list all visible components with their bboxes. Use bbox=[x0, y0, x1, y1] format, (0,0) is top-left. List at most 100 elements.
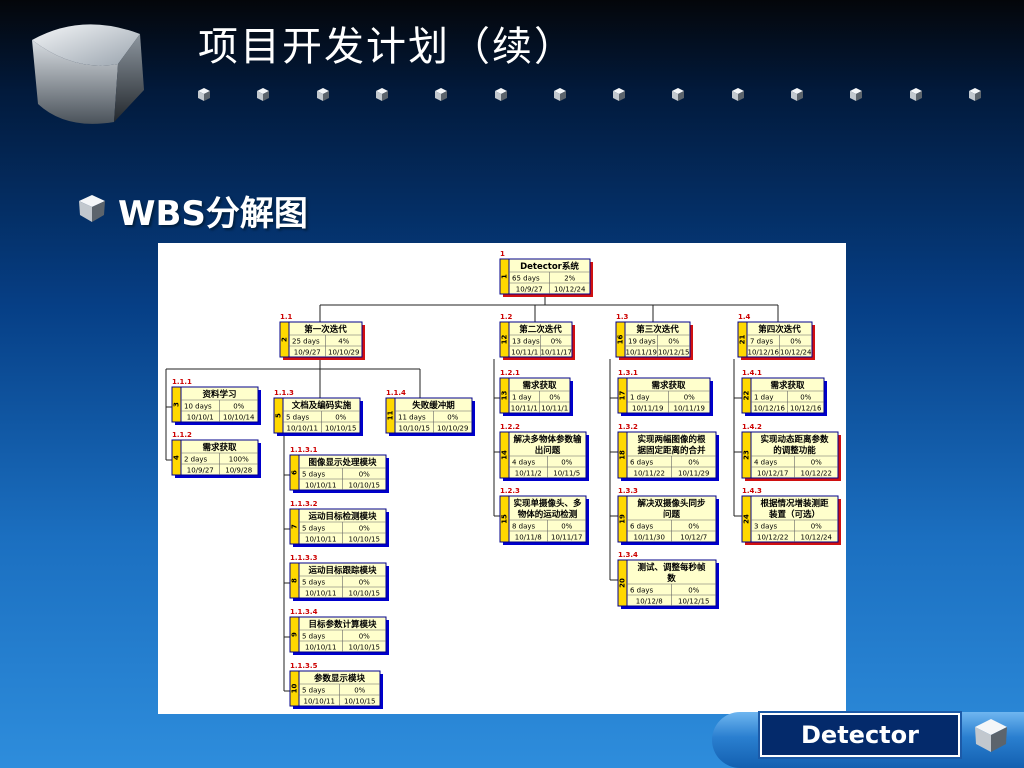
node-end-date: 10/10/15 bbox=[349, 536, 380, 544]
node-duration: 3 days bbox=[754, 523, 778, 531]
node-name: 据固定距离的合并 bbox=[637, 445, 706, 456]
node-percent: 0% bbox=[359, 579, 370, 587]
node-end-date: 10/10/15 bbox=[325, 425, 356, 433]
cube-bullet-icon bbox=[198, 88, 210, 101]
node-box bbox=[617, 377, 711, 414]
node-name: 参数显示模块 bbox=[314, 673, 366, 684]
cube-bullet-icon bbox=[968, 88, 981, 101]
node-percent: 0% bbox=[447, 414, 458, 422]
node-start-date: 10/10/11 bbox=[305, 536, 336, 544]
node-id-band bbox=[737, 321, 748, 358]
node-number: 5 bbox=[275, 413, 283, 418]
node-number: 2 bbox=[281, 337, 289, 342]
wbs-code: 1.1.3.2 bbox=[290, 500, 318, 508]
node-start-date: 10/11/22 bbox=[634, 470, 665, 478]
node-box bbox=[171, 386, 259, 423]
wbs-code: 1.1.1 bbox=[172, 378, 192, 386]
node-start-date: 10/10/11 bbox=[305, 590, 336, 598]
node-start-date: 10/10/11 bbox=[304, 698, 335, 706]
node-number: 24 bbox=[743, 514, 751, 524]
wbs-code: 1.1.3.5 bbox=[290, 662, 318, 670]
node-name: 实现动态距离参数 bbox=[760, 434, 829, 445]
cube-bullet-icon bbox=[435, 88, 448, 101]
node-number: 3 bbox=[173, 402, 181, 407]
node-number: 19 bbox=[619, 514, 627, 524]
node-start-date: 10/11/19 bbox=[632, 405, 663, 413]
node-box bbox=[499, 258, 591, 295]
node-end-date: 10/10/15 bbox=[349, 590, 380, 598]
node-id-band bbox=[279, 321, 290, 358]
node-name: 解决双摄像头同步 bbox=[637, 498, 706, 509]
node-number: 11 bbox=[387, 411, 395, 421]
node-end-date: 10/10/15 bbox=[349, 644, 380, 652]
node-number: 18 bbox=[619, 450, 627, 460]
node-box bbox=[499, 321, 573, 358]
node-duration: 13 days bbox=[512, 338, 540, 346]
node-name: 根据情况增装测距 bbox=[760, 498, 829, 509]
node-end-date: 10/12/24 bbox=[801, 534, 833, 542]
cube-bullet-icon bbox=[731, 88, 744, 101]
node-id-band bbox=[617, 559, 628, 607]
node-id-band bbox=[499, 377, 510, 414]
node-end-date: 10/10/14 bbox=[223, 414, 255, 422]
node-id-band bbox=[741, 431, 752, 479]
node-end-date: 10/10/15 bbox=[349, 482, 380, 490]
node-name: 目标参数计算模块 bbox=[308, 619, 377, 630]
node-box bbox=[615, 321, 691, 358]
node-name: 需求获取 bbox=[651, 380, 686, 391]
node-duration: 5 days bbox=[302, 471, 326, 479]
node-end-date: 10/10/15 bbox=[344, 698, 375, 706]
node-percent: 0% bbox=[354, 687, 365, 695]
node-duration: 1 day bbox=[630, 394, 650, 402]
node-box bbox=[741, 495, 839, 543]
node-box bbox=[617, 431, 717, 479]
node-box bbox=[617, 559, 717, 607]
node-duration: 5 days bbox=[286, 414, 310, 422]
node-number: 12 bbox=[501, 335, 509, 345]
node-start-date: 10/11/30 bbox=[634, 534, 665, 542]
wbs-code: 1.3.4 bbox=[618, 551, 638, 559]
node-duration: 25 days bbox=[292, 338, 320, 346]
cube-bullet-icon bbox=[494, 88, 507, 101]
node-id-band bbox=[617, 495, 628, 543]
node-box bbox=[499, 431, 587, 479]
node-end-date: 10/12/16 bbox=[790, 405, 822, 413]
node-start-date: 10/12/22 bbox=[757, 534, 788, 542]
node-name: 数 bbox=[667, 573, 676, 584]
node-name: 的调整功能 bbox=[773, 445, 816, 456]
node-end-date: 10/12/15 bbox=[658, 349, 689, 357]
node-name: 实现两幅图像的根 bbox=[637, 434, 706, 445]
node-box bbox=[273, 397, 361, 434]
page-title: 项目开发计划（续） bbox=[198, 24, 576, 70]
node-name: 问题 bbox=[663, 509, 681, 520]
node-number: 23 bbox=[743, 450, 751, 460]
node-end-date: 10/11/17 bbox=[551, 534, 582, 542]
node-end-date: 10/12/7 bbox=[680, 534, 707, 542]
node-percent: 0% bbox=[233, 403, 244, 411]
node-number: 14 bbox=[501, 450, 509, 460]
node-number: 4 bbox=[173, 455, 181, 460]
wbs-code: 1.1 bbox=[280, 313, 293, 321]
cube-bullet-icon bbox=[613, 88, 626, 101]
node-name: 物体的运动检测 bbox=[518, 509, 578, 520]
node-percent: 0% bbox=[561, 459, 572, 467]
cube-bullet-icon bbox=[672, 88, 685, 101]
node-name: 需求获取 bbox=[202, 442, 237, 453]
node-box bbox=[289, 454, 387, 491]
detector-button[interactable]: Detector bbox=[760, 713, 960, 757]
node-start-date: 10/10/15 bbox=[399, 425, 430, 433]
node-start-date: 10/9/27 bbox=[516, 286, 543, 294]
node-duration: 11 days bbox=[398, 414, 426, 422]
node-duration: 4 days bbox=[512, 459, 536, 467]
node-name: 文档及编码实施 bbox=[292, 400, 352, 411]
